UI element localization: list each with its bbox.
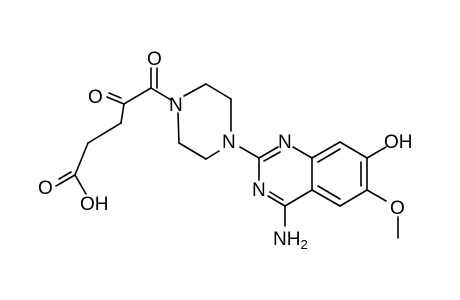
bond-c4a-c4 <box>284 189 313 207</box>
bond-pip-quin <box>239 146 260 159</box>
bond-c7-oh <box>366 146 387 159</box>
atom-n-piperazine-bottom: N <box>222 132 236 153</box>
bond-c4-n3-a <box>267 195 286 207</box>
bond-pip-6 <box>177 112 180 144</box>
bond-c6-ome <box>366 189 387 202</box>
atom-n-quinazoline-3: N <box>252 180 266 201</box>
nh2-subscript: 2 <box>300 237 307 252</box>
atom-nh2: NH2 <box>273 229 308 252</box>
bond-amide-n <box>150 87 172 101</box>
atom-oh-acid: OH <box>80 194 109 215</box>
bond-ch2-ch2 <box>87 122 122 144</box>
bond-ketone-co-b <box>108 92 122 99</box>
bond-ketone-amide <box>123 87 152 105</box>
bond-c2-n1-a <box>258 146 279 159</box>
atom-oh-phenol: OH <box>384 132 413 153</box>
bond-c2-n1-b <box>263 151 281 162</box>
atom-n-piperazine-top: N <box>169 95 183 116</box>
bond-acid-co-a <box>55 174 76 187</box>
bond-acid-c-oh <box>74 174 87 195</box>
nh2-main: NH <box>273 229 300 250</box>
bond-acid-co-b <box>58 171 72 180</box>
atom-o-methoxy: O <box>390 198 405 219</box>
bond-c5-c4a-b <box>317 185 341 200</box>
bond-n1-c8a <box>292 146 313 159</box>
bond-c8a-c8-a <box>311 141 341 159</box>
bond-ketone-co-a <box>106 96 125 105</box>
bond-c5-c4a-a <box>311 189 341 207</box>
atom-o-amide: O <box>147 49 162 70</box>
atom-o-ketone: O <box>88 87 103 108</box>
bond-c4-n3-b <box>269 191 284 201</box>
bond-pip-4 <box>205 150 220 160</box>
atom-o-acid-carbonyl: O <box>38 178 53 199</box>
bond-c8a-c8-b <box>317 148 341 163</box>
bond-pip-1 <box>183 83 207 97</box>
bond-pip-5 <box>178 142 207 160</box>
atom-n-quinazoline-1: N <box>278 132 292 153</box>
bond-ch2-ketone <box>120 103 125 124</box>
bond-c6-c5 <box>339 189 368 207</box>
bond-pip-2 <box>205 83 232 100</box>
bond-acid-c-ch2 <box>74 142 89 176</box>
bond-c8-c7 <box>339 141 368 159</box>
